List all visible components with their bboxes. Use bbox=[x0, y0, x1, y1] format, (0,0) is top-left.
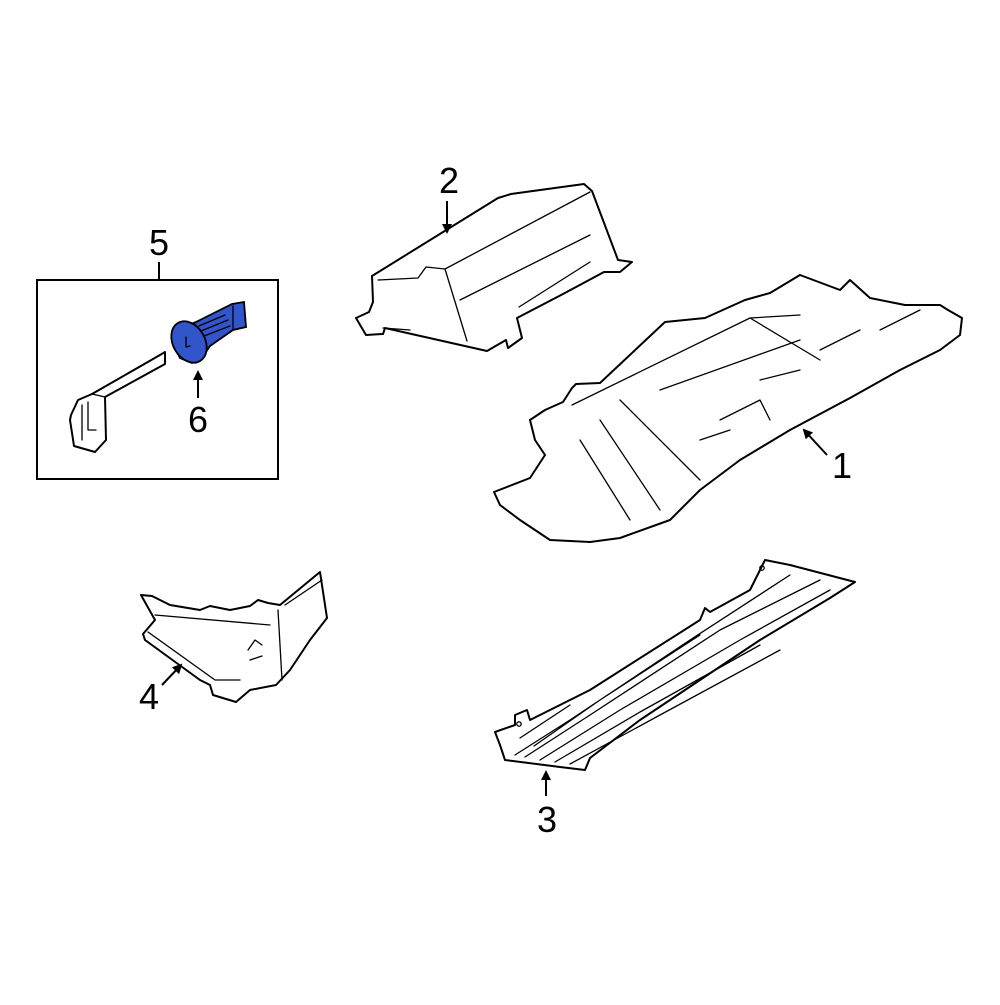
glove-box-part[interactable] bbox=[493, 274, 963, 543]
lower-support-part[interactable] bbox=[494, 559, 856, 796]
side-trim-part[interactable] bbox=[140, 571, 328, 703]
callout-6[interactable]: 6 bbox=[187, 399, 209, 440]
callout-2[interactable]: 2 bbox=[438, 160, 460, 201]
lock-cylinder-icon[interactable] bbox=[164, 300, 247, 369]
callout-4[interactable]: 4 bbox=[138, 676, 160, 717]
key-icon bbox=[69, 351, 166, 453]
lock-kit-box bbox=[36, 262, 279, 480]
callout-5[interactable]: 5 bbox=[148, 222, 170, 263]
upper-cover-part[interactable] bbox=[355, 183, 633, 352]
callout-3[interactable]: 3 bbox=[536, 799, 558, 840]
callout-1[interactable]: 1 bbox=[831, 445, 853, 486]
